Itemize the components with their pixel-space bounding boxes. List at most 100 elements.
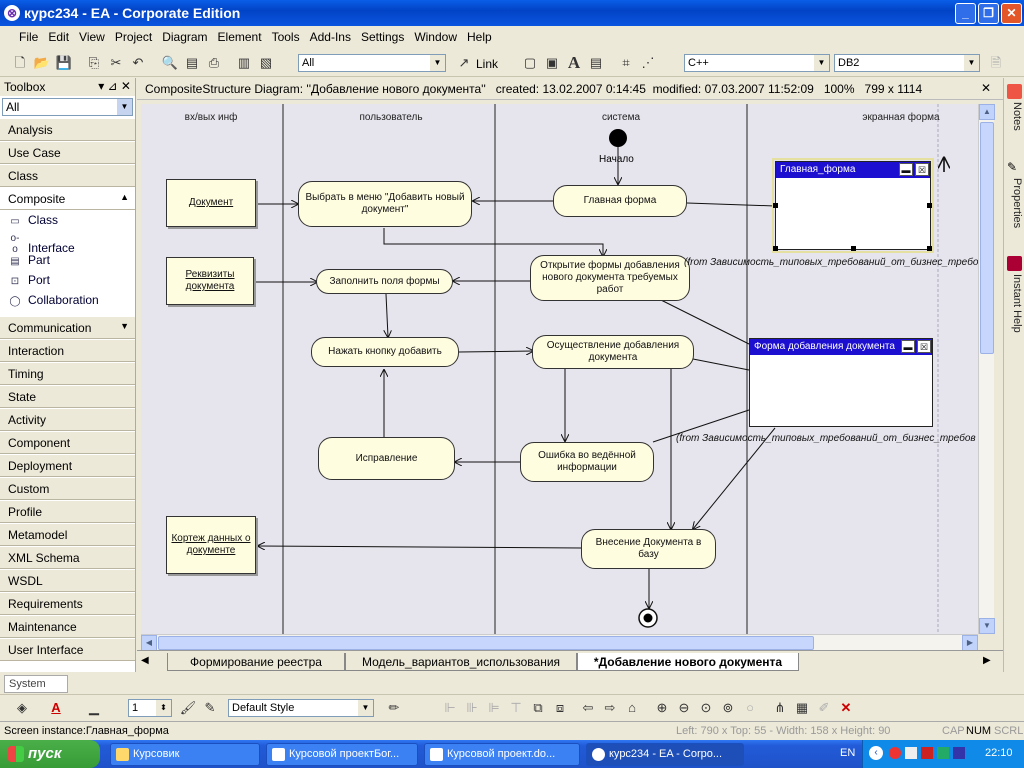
horizontal-scrollbar[interactable]: ◀ ▶ bbox=[141, 634, 978, 651]
scroll-left-icon[interactable]: ◀ bbox=[141, 635, 157, 651]
minimize-icon[interactable]: ▬ bbox=[901, 340, 915, 353]
language-indicator[interactable]: EN bbox=[840, 747, 856, 759]
new-file-icon[interactable]: 🗋 bbox=[14, 55, 26, 70]
scroll-right-icon[interactable]: ▶ bbox=[962, 635, 978, 651]
align-top-icon[interactable]: ⊤ bbox=[510, 700, 522, 715]
link-arrow-icon[interactable]: ↗ bbox=[458, 55, 470, 70]
save-icon[interactable]: 💾 bbox=[55, 55, 73, 70]
taskbar-item-word-2[interactable]: Курсовой проект.do... bbox=[424, 743, 580, 766]
bring-front-icon[interactable]: ⧉ bbox=[533, 700, 543, 715]
activity-fix[interactable]: Исправление bbox=[318, 437, 455, 480]
tray-arrow-icon[interactable]: ‹ bbox=[869, 746, 883, 760]
language-select[interactable]: C++▼ bbox=[684, 54, 830, 72]
activity-input-error[interactable]: Ошибка во ведённой информации bbox=[520, 442, 654, 482]
tray-bluetooth-icon[interactable] bbox=[953, 747, 965, 759]
close-icon[interactable]: ☒ bbox=[915, 163, 929, 176]
object-data-tuple[interactable]: Кортеж данных о документе bbox=[166, 516, 256, 574]
toolbox-item-class[interactable]: ▭Class bbox=[0, 210, 135, 230]
menu-file[interactable]: File bbox=[19, 30, 39, 44]
screen-main-form[interactable]: Главная_форма ▬ ☒ bbox=[772, 158, 934, 253]
tabs-scroll-left-icon[interactable]: ◀ bbox=[141, 655, 149, 666]
activity-perform-add[interactable]: Осуществление добавления документа bbox=[532, 335, 694, 369]
activity-insert-db[interactable]: Внесение Документа в базу bbox=[581, 529, 716, 569]
toolbox-category-xml-schema[interactable]: XML Schema bbox=[0, 546, 135, 569]
toolbox-category-use-case[interactable]: Use Case bbox=[0, 141, 135, 164]
database-select[interactable]: DB2▼ bbox=[834, 54, 980, 72]
toolbox-category-interaction[interactable]: Interaction bbox=[0, 339, 135, 362]
connector-icon[interactable]: ⋰ bbox=[641, 55, 655, 70]
toolbox-filter-select[interactable]: All▼ bbox=[2, 98, 133, 116]
toolbox-category-timing[interactable]: Timing bbox=[0, 362, 135, 385]
text-icon[interactable]: A bbox=[567, 53, 581, 72]
clock[interactable]: 22:10 bbox=[985, 747, 1013, 759]
menu-view[interactable]: View bbox=[79, 30, 105, 44]
arrow-right-icon[interactable]: ⇨ bbox=[604, 700, 616, 715]
grid-icon[interactable]: ▦ bbox=[795, 700, 809, 715]
minimize-icon[interactable]: ▬ bbox=[899, 163, 913, 176]
element-filter-select[interactable]: All▼ bbox=[298, 54, 446, 72]
object-document[interactable]: Документ bbox=[166, 179, 256, 227]
style-select[interactable]: Default Style▼ bbox=[228, 699, 374, 717]
toolbox-item-collaboration[interactable]: ◯Collaboration bbox=[9, 293, 99, 307]
toolbox-category-state[interactable]: State bbox=[0, 385, 135, 408]
toolbox-category-requirements[interactable]: Requirements bbox=[0, 592, 135, 615]
book-icon[interactable]: ▧ bbox=[259, 55, 273, 70]
toolbox-category-profile[interactable]: Profile bbox=[0, 500, 135, 523]
font-color-icon[interactable]: A bbox=[51, 700, 61, 715]
find-icon[interactable]: 🔍 bbox=[161, 55, 179, 70]
toolbox-item-port[interactable]: ⊡Port bbox=[0, 270, 135, 290]
help-book-icon[interactable] bbox=[1007, 256, 1022, 271]
activity-main-form[interactable]: Главная форма bbox=[553, 185, 687, 217]
cut-icon[interactable]: ✂ bbox=[110, 55, 122, 70]
close-icon[interactable]: ☒ bbox=[917, 340, 931, 353]
copy-icon[interactable]: ⎘ bbox=[88, 55, 100, 70]
close-icon[interactable]: ▾ ⊿ ✕ bbox=[98, 79, 131, 93]
scroll-down-icon[interactable]: ▼ bbox=[979, 618, 995, 634]
tab-properties[interactable]: Properties bbox=[1011, 178, 1023, 229]
tab-instant-help[interactable]: Instant Help bbox=[1011, 274, 1023, 333]
activity-press-add[interactable]: Нажать кнопку добавить bbox=[311, 337, 459, 367]
tab-add-new-document[interactable]: *Добавление нового документа bbox=[577, 653, 799, 671]
layout-icon[interactable]: ⋔ bbox=[774, 700, 786, 715]
notes-icon[interactable] bbox=[1007, 84, 1022, 99]
tab-notes[interactable]: Notes bbox=[1011, 102, 1023, 131]
line-width-stepper[interactable]: 1⬍ bbox=[128, 699, 172, 717]
zoom-100-icon[interactable]: ⊚ bbox=[722, 700, 734, 715]
toolbox-category-analysis[interactable]: Analysis bbox=[0, 118, 135, 141]
toolbox-category-user-interface[interactable]: User Interface bbox=[0, 638, 135, 661]
selection-handle[interactable] bbox=[773, 246, 778, 251]
scroll-up-icon[interactable]: ▲ bbox=[979, 104, 995, 120]
vertical-scroll-thumb[interactable] bbox=[980, 122, 994, 354]
delete-icon[interactable]: ✕ bbox=[840, 700, 852, 715]
tab-model-variantov[interactable]: Модель_вариантов_использования bbox=[345, 653, 577, 671]
align-left-icon[interactable]: ⊩ bbox=[444, 700, 456, 715]
menu-add-ins[interactable]: Add-Ins bbox=[309, 30, 351, 44]
toolbox-category-activity[interactable]: Activity bbox=[0, 408, 135, 431]
menu-diagram[interactable]: Diagram bbox=[162, 30, 208, 44]
horizontal-scroll-thumb[interactable] bbox=[158, 636, 814, 650]
selection-handle[interactable] bbox=[927, 203, 932, 208]
toolbox-category-component[interactable]: Component bbox=[0, 431, 135, 454]
tray-app-icon[interactable] bbox=[937, 747, 949, 759]
brush-icon[interactable]: ✐ bbox=[818, 700, 830, 715]
start-button[interactable]: пуск bbox=[0, 740, 100, 768]
toolbox-category-composite[interactable]: Composite▲ bbox=[0, 187, 135, 210]
toolbox-category-custom[interactable]: Custom bbox=[0, 477, 135, 500]
vertical-scrollbar[interactable]: ▲ ▼ bbox=[978, 104, 995, 634]
ea-app-icon[interactable]: ⊗ bbox=[4, 5, 20, 21]
activity-fill-fields[interactable]: Заполнить поля формы bbox=[316, 269, 453, 294]
print-icon[interactable]: ⎙ bbox=[208, 55, 220, 70]
arrow-left-icon[interactable]: ⇦ bbox=[582, 700, 594, 715]
format-painter-icon[interactable]: 🖌 bbox=[179, 700, 197, 715]
align-right-icon[interactable]: ⊫ bbox=[488, 700, 500, 715]
menu-edit[interactable]: Edit bbox=[48, 30, 70, 44]
taskbar-item-ea[interactable]: курс234 - EA - Corpo... bbox=[586, 743, 744, 766]
initial-node[interactable] bbox=[609, 129, 627, 147]
toolbox-category-metamodel[interactable]: Metamodel bbox=[0, 523, 135, 546]
toolbox-category-class[interactable]: Class bbox=[0, 164, 135, 187]
rectangle-icon[interactable]: ▢ bbox=[523, 55, 537, 70]
notes-icon[interactable]: ▥ bbox=[237, 55, 251, 70]
highlight-icon[interactable]: ✏ bbox=[388, 700, 400, 715]
menu-tools[interactable]: Tools bbox=[271, 30, 300, 44]
